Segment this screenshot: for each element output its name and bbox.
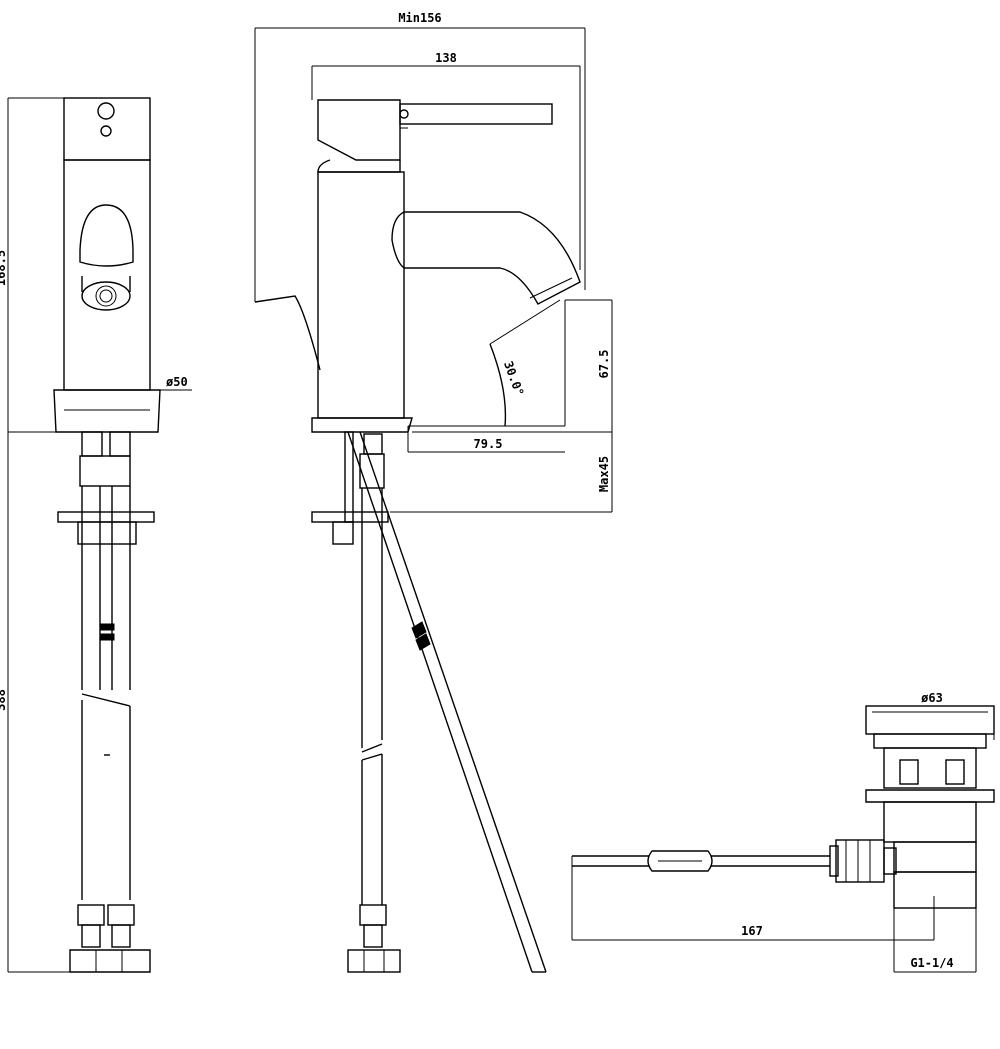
dim-max-deck: Max45 (597, 456, 611, 492)
dim-waste-thread: G1-1/4 (910, 956, 953, 970)
dim-min-reach: Min156 (398, 11, 441, 25)
tap-front-view: 168.5 388 ø50 (0, 97, 192, 973)
dim-body-diameter: ø50 (166, 375, 188, 389)
dim-spout-projection: 79.5 (474, 437, 503, 451)
dim-waste-length: 167 (741, 924, 763, 938)
dim-waste-diameter: ø63 (921, 691, 943, 705)
click-clack-waste: ø63 167 G1-1/4 (571, 691, 995, 973)
dim-width-138: 138 (435, 51, 457, 65)
tap-side-view: Min156 138 67.5 30.0° 7 (254, 11, 613, 973)
dim-spout-height: 67.5 (597, 350, 611, 379)
dim-height-168: 168.5 (0, 250, 8, 286)
dim-spout-angle: 30.0° (501, 359, 527, 398)
dim-total-length: 388 (0, 689, 8, 711)
